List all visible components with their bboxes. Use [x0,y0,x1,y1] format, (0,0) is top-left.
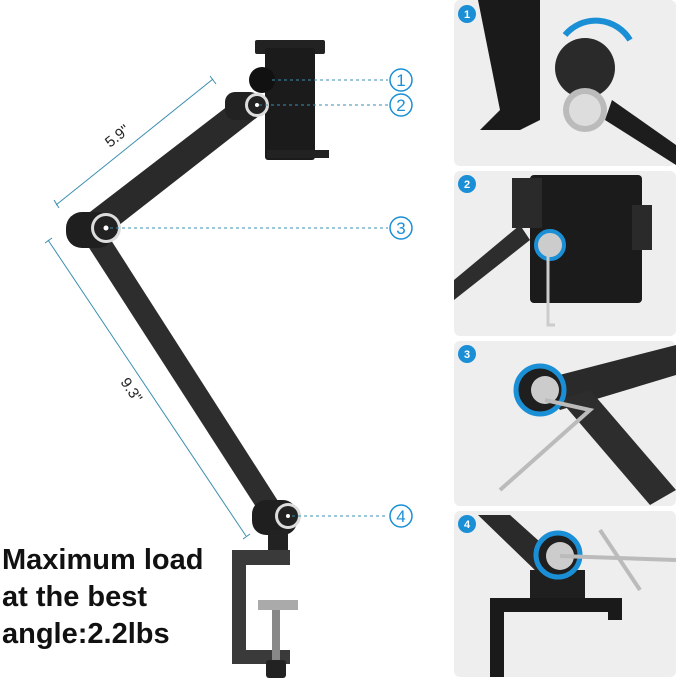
detail-panel-1 [454,0,676,166]
callout-3: 3 [396,219,405,238]
callout-leaders [110,79,388,517]
load-line-2: at the best [2,581,148,613]
load-line-1: Maximum load [2,544,204,576]
detail-panel-3 [454,341,676,506]
detail-panel-4 [454,511,677,677]
tablet-holder [255,40,329,160]
callout-1: 1 [396,71,405,90]
mount-arm [66,67,301,535]
panel-badges [458,5,476,533]
detail-panel-2 [454,171,676,336]
panel-badge-4: 4 [464,519,471,531]
dimension-lines [44,75,251,540]
panel-badge-3: 3 [464,349,470,361]
panel-badge-2: 2 [464,179,470,191]
desk-clamp [232,530,298,678]
load-line-3: angle:2.2lbs [2,618,170,650]
callout-2: 2 [396,96,405,115]
panel-badge-1: 1 [464,9,470,21]
callout-4: 4 [396,507,405,526]
max-load-text: Maximum load at the best angle:2.2lbs [2,542,203,653]
callout-circles [389,68,413,528]
